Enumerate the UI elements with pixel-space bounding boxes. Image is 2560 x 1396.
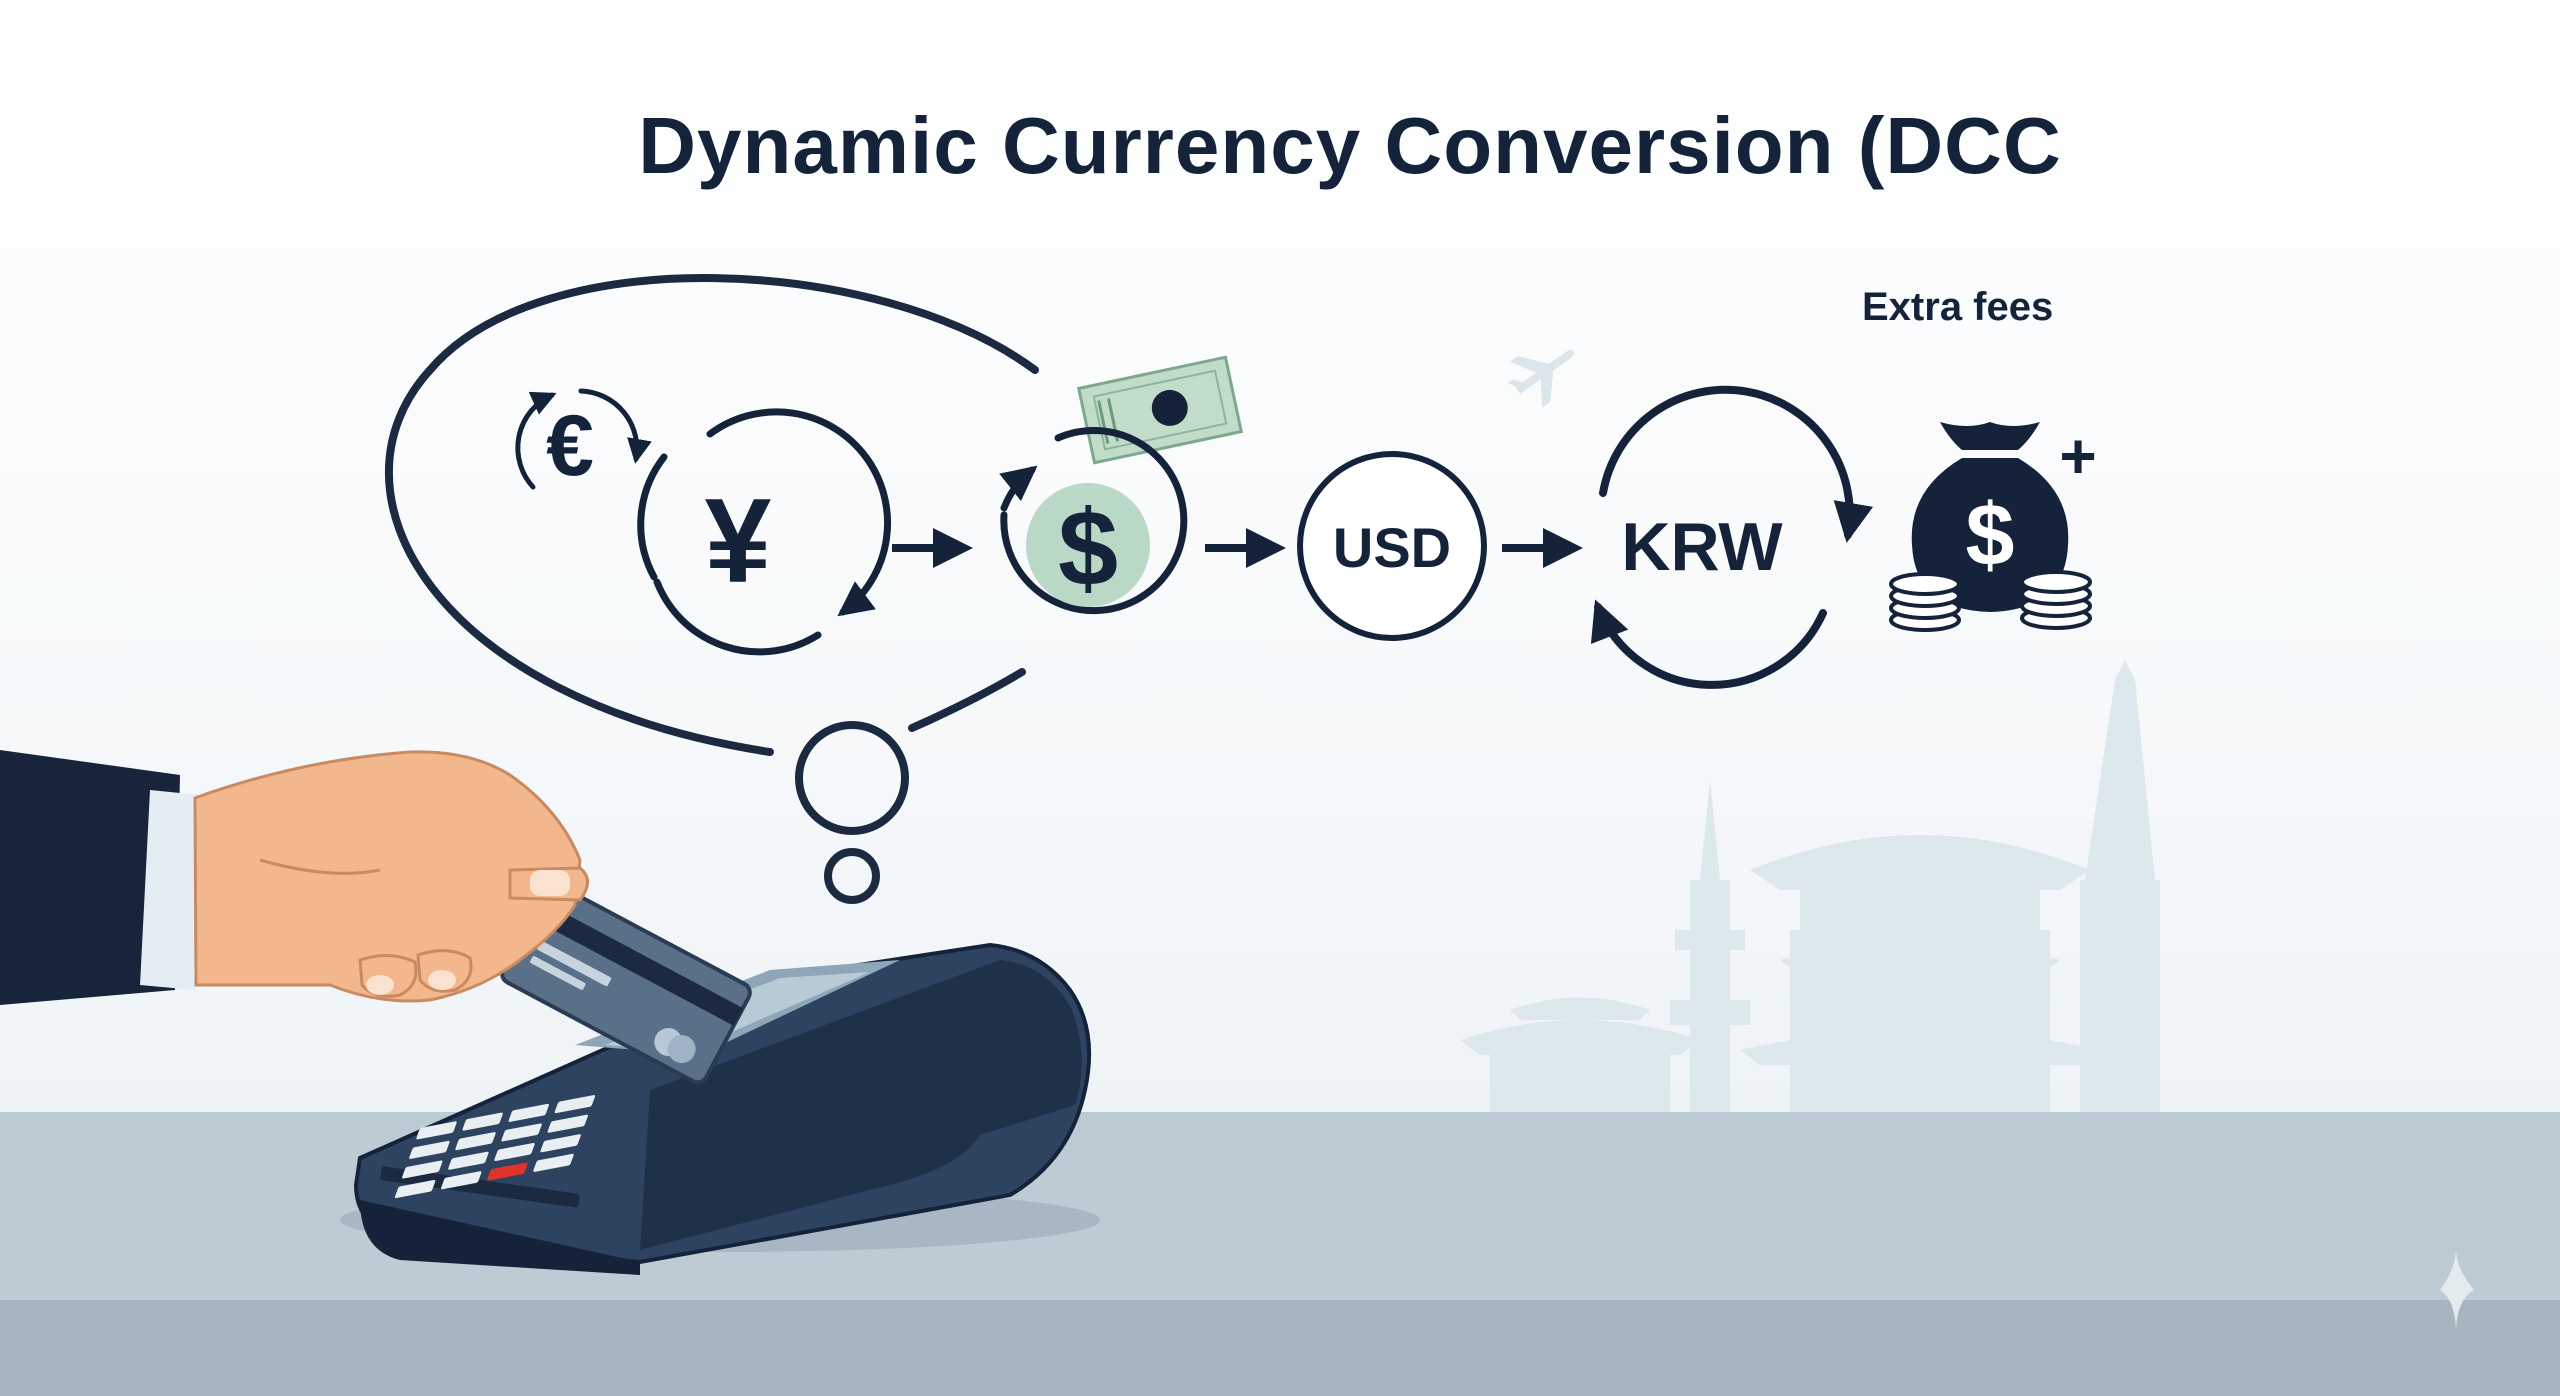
krw-cycle-icon: KRW	[1590, 385, 1874, 689]
usd-circle: USD	[1297, 451, 1487, 641]
dollar-circle-icon: $	[999, 427, 1188, 615]
coin-stack-left-icon	[1889, 572, 1961, 632]
page-title: Dynamic Currency Conversion (DCC	[638, 101, 2062, 190]
thought-bubble	[384, 274, 1039, 904]
terminal-keypad	[394, 1095, 596, 1199]
coin-stack-right-icon	[2020, 570, 2092, 630]
plus-icon: +	[2059, 420, 2096, 492]
bag-dollar-symbol: $	[1966, 485, 2015, 584]
usd-label: USD	[1333, 516, 1451, 579]
extra-fees-label: Extra fees	[1862, 285, 2054, 329]
airplane-icon	[1507, 350, 1575, 408]
euro-cycle-icon: €	[515, 388, 652, 494]
hand-and-sleeve	[0, 750, 589, 1005]
dollar-symbol: $	[1058, 487, 1118, 608]
sparkle-icon	[2440, 1250, 2474, 1330]
yen-cycle-icon: ¥	[637, 408, 892, 656]
credit-card	[500, 882, 752, 1085]
euro-symbol: €	[546, 398, 594, 494]
yen-symbol: ¥	[705, 474, 772, 608]
counter-front	[0, 1300, 2560, 1396]
skyline-silhouette	[1460, 660, 2160, 1120]
money-bag-icon: $	[1911, 422, 2069, 612]
krw-label: KRW	[1621, 509, 1783, 585]
